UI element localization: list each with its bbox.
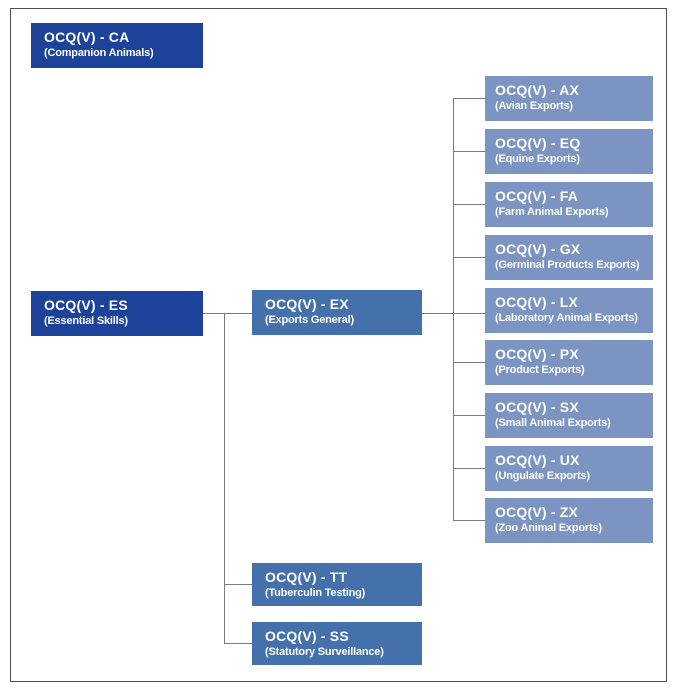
connector-ux-branch [453, 468, 485, 469]
node-ocqv-fa: OCQ(V) - FA (Farm Animal Exports) [485, 182, 653, 227]
node-ocqv-sx: OCQ(V) - SX (Small Animal Exports) [485, 393, 653, 438]
node-title: OCQ(V) - TT [265, 569, 348, 585]
node-title: OCQ(V) - EX [265, 296, 349, 312]
node-ocqv-gx: OCQ(V) - GX (Germinal Products Exports) [485, 235, 653, 280]
node-title: OCQ(V) - AX [495, 82, 580, 98]
node-title: OCQ(V) - LX [495, 294, 579, 310]
node-subtitle: (Ungulate Exports) [495, 470, 590, 482]
node-subtitle: (Tuberculin Testing) [265, 587, 366, 599]
node-title: OCQ(V) - SX [495, 399, 579, 415]
node-subtitle: (Companion Animals) [44, 47, 154, 59]
node-title: OCQ(V) - FA [495, 188, 579, 204]
node-title: OCQ(V) - UX [495, 452, 580, 468]
node-subtitle: (Small Animal Exports) [495, 417, 611, 429]
node-subtitle: (Product Exports) [495, 364, 585, 376]
connector-tt-branch [224, 584, 252, 585]
connector-fa-branch [453, 204, 485, 205]
node-subtitle: (Essential Skills) [44, 315, 128, 327]
connector-sx-branch [453, 415, 485, 416]
node-ocqv-zx: OCQ(V) - ZX (Zoo Animal Exports) [485, 498, 653, 543]
connector-left-trunk [224, 313, 225, 643]
node-ocqv-lx: OCQ(V) - LX (Laboratory Animal Exports) [485, 288, 653, 333]
node-title: OCQ(V) - PX [495, 346, 579, 362]
connector-eq-branch [453, 151, 485, 152]
node-ocqv-ax: OCQ(V) - AX (Avian Exports) [485, 76, 653, 121]
connector-ss-branch [224, 643, 252, 644]
connector-gx-branch [453, 257, 485, 258]
node-ocqv-px: OCQ(V) - PX (Product Exports) [485, 340, 653, 385]
node-title: OCQ(V) - GX [495, 241, 581, 257]
connector-right-trunk [453, 98, 454, 521]
page-border [10, 8, 667, 682]
node-subtitle: (Farm Animal Exports) [495, 206, 609, 218]
node-subtitle: (Statutory Surveillance) [265, 646, 384, 658]
connector-ax-branch [453, 98, 485, 99]
node-subtitle: (Laboratory Animal Exports) [495, 312, 638, 324]
node-title: OCQ(V) - CA [44, 29, 130, 45]
node-subtitle: (Germinal Products Exports) [495, 259, 640, 271]
node-title: OCQ(V) - SS [265, 628, 349, 644]
node-ocqv-eq: OCQ(V) - EQ (Equine Exports) [485, 129, 653, 174]
node-ocqv-ex: OCQ(V) - EX (Exports General) [252, 290, 422, 335]
connector-zx-branch [453, 520, 485, 521]
node-subtitle: (Avian Exports) [495, 100, 573, 112]
connector-px-branch [453, 362, 485, 363]
node-ocqv-es: OCQ(V) - ES (Essential Skills) [31, 291, 203, 336]
node-title: OCQ(V) - ZX [495, 504, 579, 520]
node-title: OCQ(V) - EQ [495, 135, 581, 151]
node-ocqv-ss: OCQ(V) - SS (Statutory Surveillance) [252, 622, 422, 665]
node-subtitle: (Equine Exports) [495, 153, 580, 165]
node-ocqv-tt: OCQ(V) - TT (Tuberculin Testing) [252, 563, 422, 606]
node-ocqv-ux: OCQ(V) - UX (Ungulate Exports) [485, 446, 653, 491]
node-subtitle: (Exports General) [265, 314, 354, 326]
node-ocqv-ca: OCQ(V) - CA (Companion Animals) [31, 23, 203, 68]
node-title: OCQ(V) - ES [44, 297, 128, 313]
node-subtitle: (Zoo Animal Exports) [495, 522, 602, 534]
